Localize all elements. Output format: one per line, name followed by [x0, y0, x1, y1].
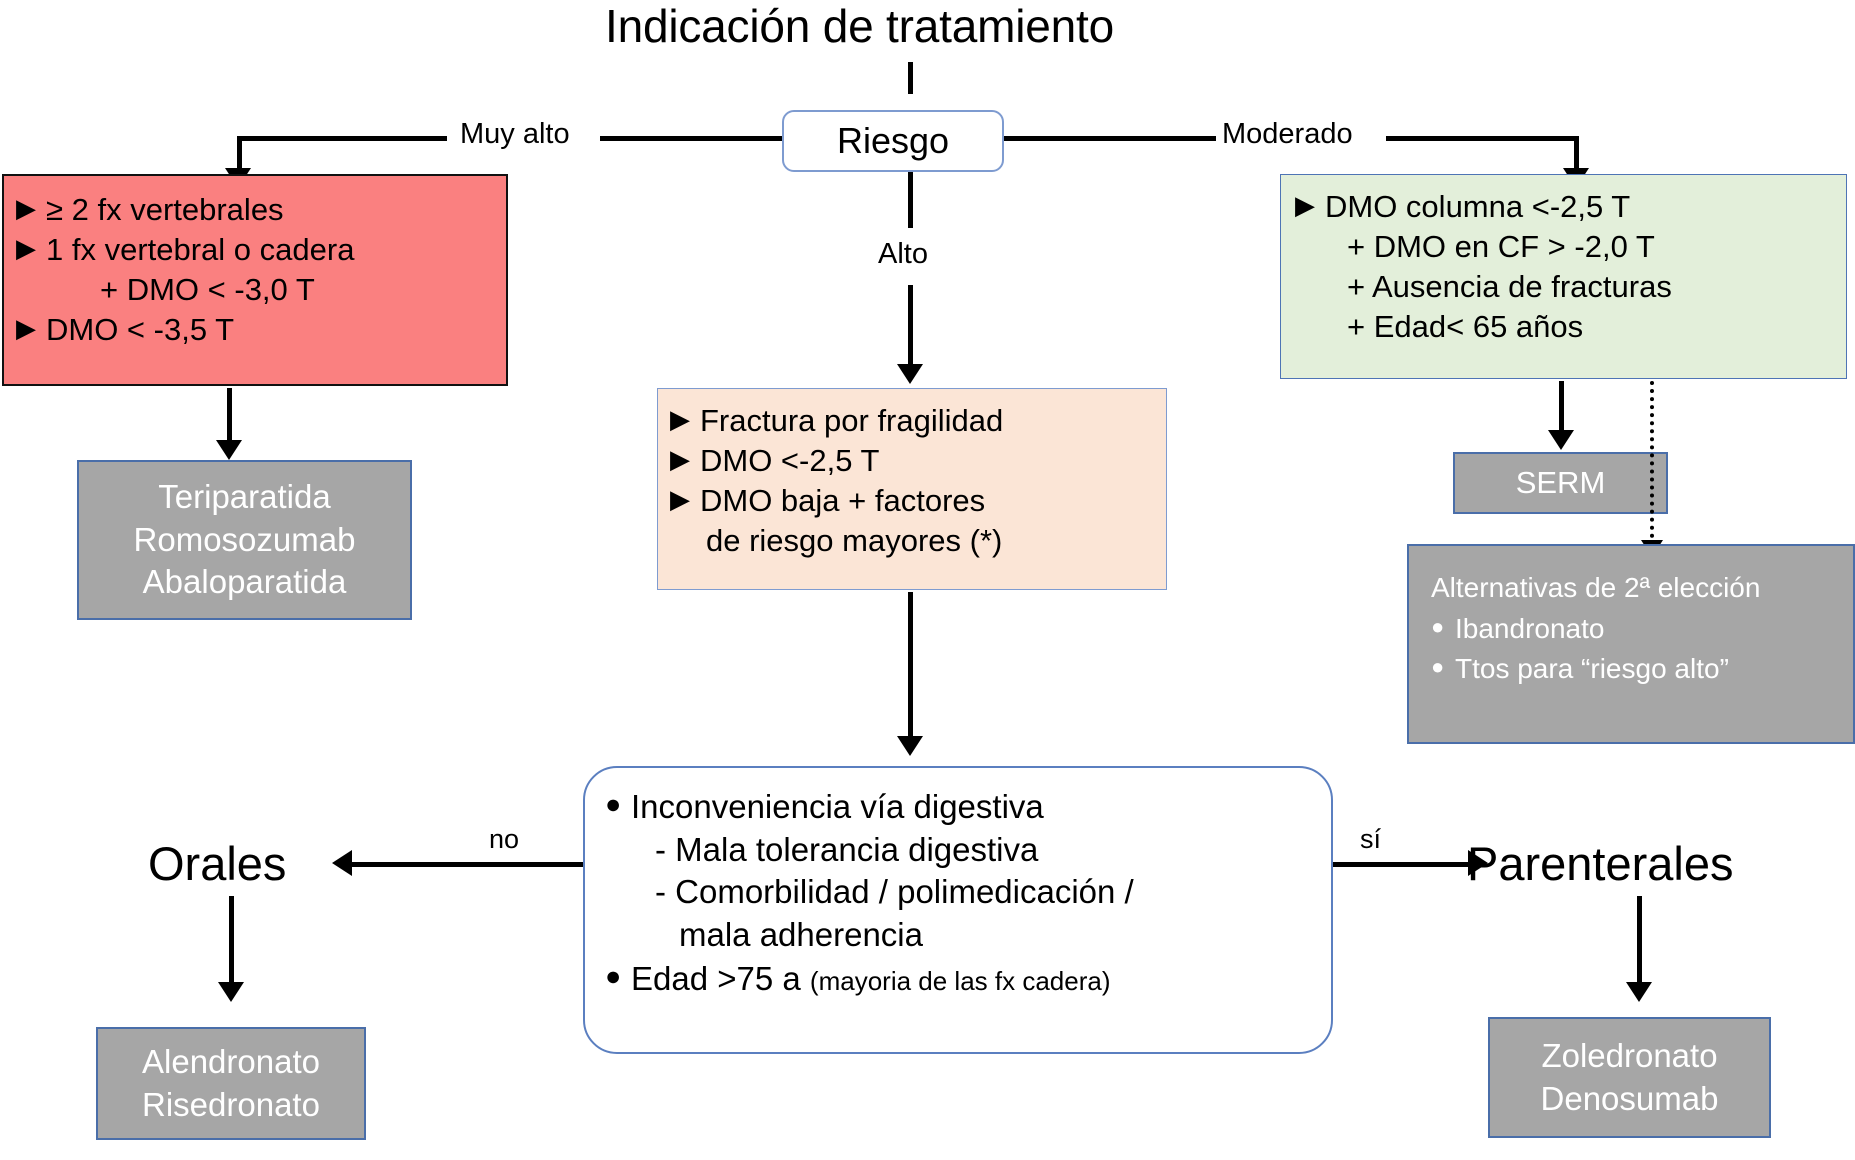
criteria-row: ▶ 1 fx vertebral o cadera + DMO < -3,0 T [16, 230, 494, 310]
criteria-row: ▶ DMO baja + factores de riesgo mayores … [670, 481, 1156, 561]
connector-moderado-down [1574, 136, 1579, 174]
decision-note: (mayoria de las fx cadera) [809, 966, 1111, 997]
connector-dotted-to-alternatives [1650, 381, 1654, 546]
alternatives-item: Ttos para “riesgo alto” [1455, 653, 1729, 685]
criteria-text: ≥ 2 fx vertebrales [46, 192, 284, 227]
connector-green-to-serm [1559, 381, 1564, 437]
criteria-text: DMO < -3,5 T [46, 311, 235, 347]
arrowhead-peach-to-route [897, 736, 923, 756]
connector-riesgo-alto-1 [908, 172, 913, 228]
dot-bullet-icon: ● [1431, 654, 1445, 680]
very-high-risk-drugs-box: Teriparatida Romosozumab Abaloparatida [77, 460, 412, 620]
criteria-row: ▶ Fractura por fragilidad [670, 401, 1156, 441]
triangle-bullet-icon: ▶ [16, 232, 36, 263]
drug-name: Teriparatida [158, 477, 331, 515]
arrowhead-parenterales [1468, 850, 1488, 876]
triangle-bullet-icon: ▶ [1295, 190, 1315, 220]
criteria-subtext: + DMO < -3,0 T [100, 271, 315, 307]
route-decision-box: ● Inconveniencia vía digestiva - Mala to… [583, 766, 1333, 1054]
criteria-row: ▶ DMO <-2,5 T [670, 441, 1156, 481]
decision-row: ● Edad >75 a (mayoria de las fx cadera) [605, 958, 1317, 1001]
connector-muyalto-down [237, 136, 242, 174]
criteria-text: Fractura por fragilidad [700, 403, 1004, 438]
decision-subtext: - Comorbilidad / polimedicación / [655, 873, 1134, 911]
decision-subtext: mala adherencia [679, 915, 923, 953]
connector-peach-to-route [908, 592, 913, 742]
connector-parenterales-to-drugs [1637, 896, 1642, 988]
arrowhead-orales-to-drugs [218, 982, 244, 1002]
alternatives-row: ● Ttos para “riesgo alto” [1431, 649, 1729, 690]
criteria-text: DMO baja + factores [700, 482, 986, 518]
criteria-row: ▶ DMO columna <-2,5 T + DMO en CF > -2,0… [1295, 187, 1836, 347]
decision-row: ● Inconveniencia vía digestiva - Mala to… [605, 786, 1317, 956]
oral-drugs-box: Alendronato Risedronato [96, 1027, 366, 1140]
drug-name: Risedronato [142, 1085, 320, 1123]
connector-title-to-riesgo [908, 62, 913, 94]
alternatives-box: Alternativas de 2ª elección ● Ibandronat… [1407, 544, 1855, 744]
triangle-bullet-icon: ▶ [16, 312, 36, 343]
very-high-risk-criteria-box: ▶ ≥ 2 fx vertebrales ▶ 1 fx vertebral o … [2, 174, 508, 386]
orales-label: Orales [148, 837, 287, 890]
edge-label-alto: Alto [878, 238, 928, 270]
high-risk-criteria-box: ▶ Fractura por fragilidad ▶ DMO <-2,5 T … [657, 388, 1167, 590]
criteria-subtext: de riesgo mayores (*) [706, 522, 1003, 558]
criteria-row: ▶ ≥ 2 fx vertebrales [16, 190, 494, 230]
connector-riesgo-muyalto-right [600, 136, 782, 141]
connector-riesgo-moderado-left [1004, 136, 1216, 141]
decision-text: Edad >75 a [631, 960, 801, 998]
connector-muyalto-left [237, 136, 447, 141]
connector-route-to-orales [352, 862, 583, 867]
drug-name: Alendronato [142, 1042, 320, 1080]
drug-name: Romosozumab [133, 520, 356, 558]
criteria-text: DMO columna <-2,5 T [1325, 189, 1631, 224]
criteria-subtext: + Ausencia de fracturas [1347, 268, 1672, 304]
edge-label-moderado: Moderado [1222, 118, 1353, 150]
dot-bullet-icon: ● [605, 789, 622, 819]
edge-label-muy-alto: Muy alto [460, 118, 570, 150]
alternatives-title: Alternativas de 2ª elección [1431, 572, 1761, 603]
node-riesgo-label: Riesgo [836, 120, 950, 161]
criteria-subtext: + Edad< 65 años [1347, 308, 1584, 344]
decision-subtext: - Mala tolerancia digestiva [655, 830, 1039, 868]
arrowhead-redbox-to-drugs [216, 440, 242, 460]
arrowhead-green-to-serm [1548, 430, 1574, 450]
criteria-text: DMO <-2,5 T [700, 442, 880, 478]
node-riesgo[interactable]: Riesgo [782, 110, 1004, 172]
connector-moderado-right [1386, 136, 1579, 141]
triangle-bullet-icon: ▶ [670, 404, 690, 434]
alternatives-row: ● Ibandronato [1431, 609, 1604, 650]
criteria-text: 1 fx vertebral o cadera [46, 231, 355, 267]
serm-label: SERM [1515, 464, 1606, 500]
arrowhead-parenterales-to-drugs [1626, 982, 1652, 1002]
edge-label-no: no [489, 824, 520, 854]
parenteral-drugs-box: Zoledronato Denosumab [1488, 1017, 1771, 1138]
diagram-title: Indicación de tratamiento [605, 0, 1114, 52]
alternatives-item: Ibandronato [1455, 612, 1605, 644]
edge-label-si: sí [1360, 824, 1382, 854]
moderate-risk-criteria-box: ▶ DMO columna <-2,5 T + DMO en CF > -2,0… [1280, 174, 1847, 379]
connector-redbox-to-drugs [227, 388, 232, 446]
parenterales-label: Parenterales [1467, 837, 1734, 890]
arrowhead-alto [897, 364, 923, 384]
connector-route-to-parenterales [1333, 862, 1473, 867]
triangle-bullet-icon: ▶ [670, 483, 690, 514]
criteria-subtext: + DMO en CF > -2,0 T [1347, 228, 1655, 264]
triangle-bullet-icon: ▶ [670, 443, 690, 474]
triangle-bullet-icon: ▶ [16, 193, 36, 223]
serm-box: SERM [1453, 452, 1668, 514]
drug-name: Zoledronato [1541, 1036, 1718, 1074]
criteria-row: ▶ DMO < -3,5 T [16, 310, 494, 350]
connector-riesgo-alto-2 [908, 285, 913, 371]
decision-text: Inconveniencia vía digestiva [631, 788, 1044, 825]
dot-bullet-icon: ● [605, 961, 622, 992]
drug-name: Denosumab [1540, 1079, 1719, 1117]
drug-name: Abaloparatida [142, 563, 347, 601]
connector-orales-to-drugs [229, 896, 234, 988]
arrowhead-orales [332, 850, 352, 876]
dot-bullet-icon: ● [1431, 613, 1445, 639]
